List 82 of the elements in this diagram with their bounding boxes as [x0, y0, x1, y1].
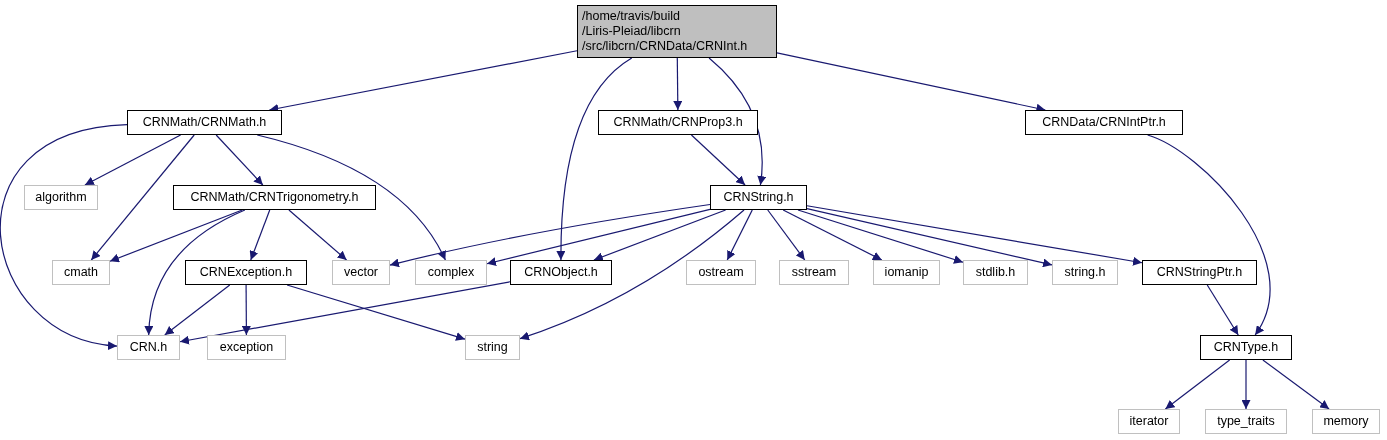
file-node: [510, 260, 612, 285]
arrow: [486, 208, 711, 266]
arrow: [164, 284, 231, 336]
file-name: memory: [1323, 414, 1369, 429]
arrow: [690, 134, 746, 186]
file-node: [24, 185, 98, 210]
file-node: [415, 260, 487, 285]
arrow: [1164, 359, 1231, 410]
file-node: [598, 110, 758, 135]
file-node: [1052, 260, 1118, 285]
arrow: [556, 57, 633, 261]
file-node: [779, 260, 849, 285]
file-node: [207, 335, 286, 360]
file-name: CRNData/CRNIntPtr.h: [1042, 115, 1166, 130]
arrow: [389, 203, 711, 268]
arrow: [241, 284, 251, 336]
file-name: CRNMath/CRNTrigonometry.h: [190, 190, 359, 205]
file-name: CRN.h: [129, 340, 168, 355]
file-name: cmath: [63, 265, 98, 280]
file-name: string.h: [1064, 265, 1106, 280]
arrow: [1241, 359, 1251, 410]
file-name: type_traits: [1217, 414, 1275, 429]
file-name: CRNMath/CRNMath.h: [142, 115, 267, 130]
arrow: [519, 209, 745, 340]
arrow: [84, 134, 182, 186]
file-name: exception: [219, 340, 274, 355]
file-node: [185, 260, 307, 285]
file-node: [1205, 409, 1287, 434]
file-node: [1118, 409, 1180, 434]
file-node: [465, 335, 520, 360]
file-node: [52, 260, 110, 285]
arrow: [726, 209, 753, 261]
file-node: [873, 260, 940, 285]
arrow: [109, 209, 243, 263]
file-name: ostream: [698, 265, 744, 280]
file-name: CRNObject.h: [524, 265, 598, 280]
file-node: [1142, 260, 1257, 285]
file-name: sstream: [791, 265, 837, 280]
file-path: /home/travis/build /Liris-Pleiad/libcrn /src/libcrn/CRNData/CRNInt.h: [582, 9, 748, 54]
file-node: [963, 260, 1028, 285]
file-name: iomanip: [884, 265, 929, 280]
arrow: [1147, 134, 1271, 336]
arrow: [797, 209, 964, 264]
file-node: [686, 260, 756, 285]
arrow: [286, 284, 466, 341]
file-name: CRNException.h: [199, 265, 293, 280]
file-node: [332, 260, 390, 285]
arrow: [288, 209, 348, 261]
file-node: [577, 5, 777, 58]
file-name: algorithm: [35, 190, 87, 205]
file-node: [117, 335, 180, 360]
file-name: vector: [343, 265, 378, 280]
arrow: [806, 205, 1143, 266]
arrow: [1206, 284, 1239, 336]
arrow: [256, 134, 446, 261]
arrow: [215, 134, 264, 186]
file-node: [1312, 409, 1380, 434]
arrow: [767, 209, 806, 261]
file-name: CRNMath/CRNProp3.h: [613, 115, 743, 130]
arrow: [782, 209, 883, 261]
arrow: [0, 124, 128, 349]
arrow: [593, 209, 727, 261]
arrow: [144, 209, 246, 336]
arrow: [673, 57, 683, 111]
arrow: [249, 209, 271, 261]
file-node: [173, 185, 376, 210]
file-name: CRNString.h: [723, 190, 794, 205]
arrow: [179, 281, 511, 345]
arrow: [1262, 359, 1330, 410]
file-name: complex: [427, 265, 475, 280]
file-name: CRNType.h: [1213, 340, 1279, 355]
file-name: string: [477, 340, 508, 355]
file-node: [1200, 335, 1292, 360]
arrow: [90, 134, 195, 261]
file-node: [1025, 110, 1183, 135]
file-name: iterator: [1129, 414, 1169, 429]
file-name: stdlib.h: [975, 265, 1016, 280]
arrow: [708, 57, 766, 186]
file-name: CRNStringPtr.h: [1156, 265, 1243, 280]
file-node: [127, 110, 282, 135]
file-node: [710, 185, 807, 210]
arrow: [806, 208, 1053, 268]
